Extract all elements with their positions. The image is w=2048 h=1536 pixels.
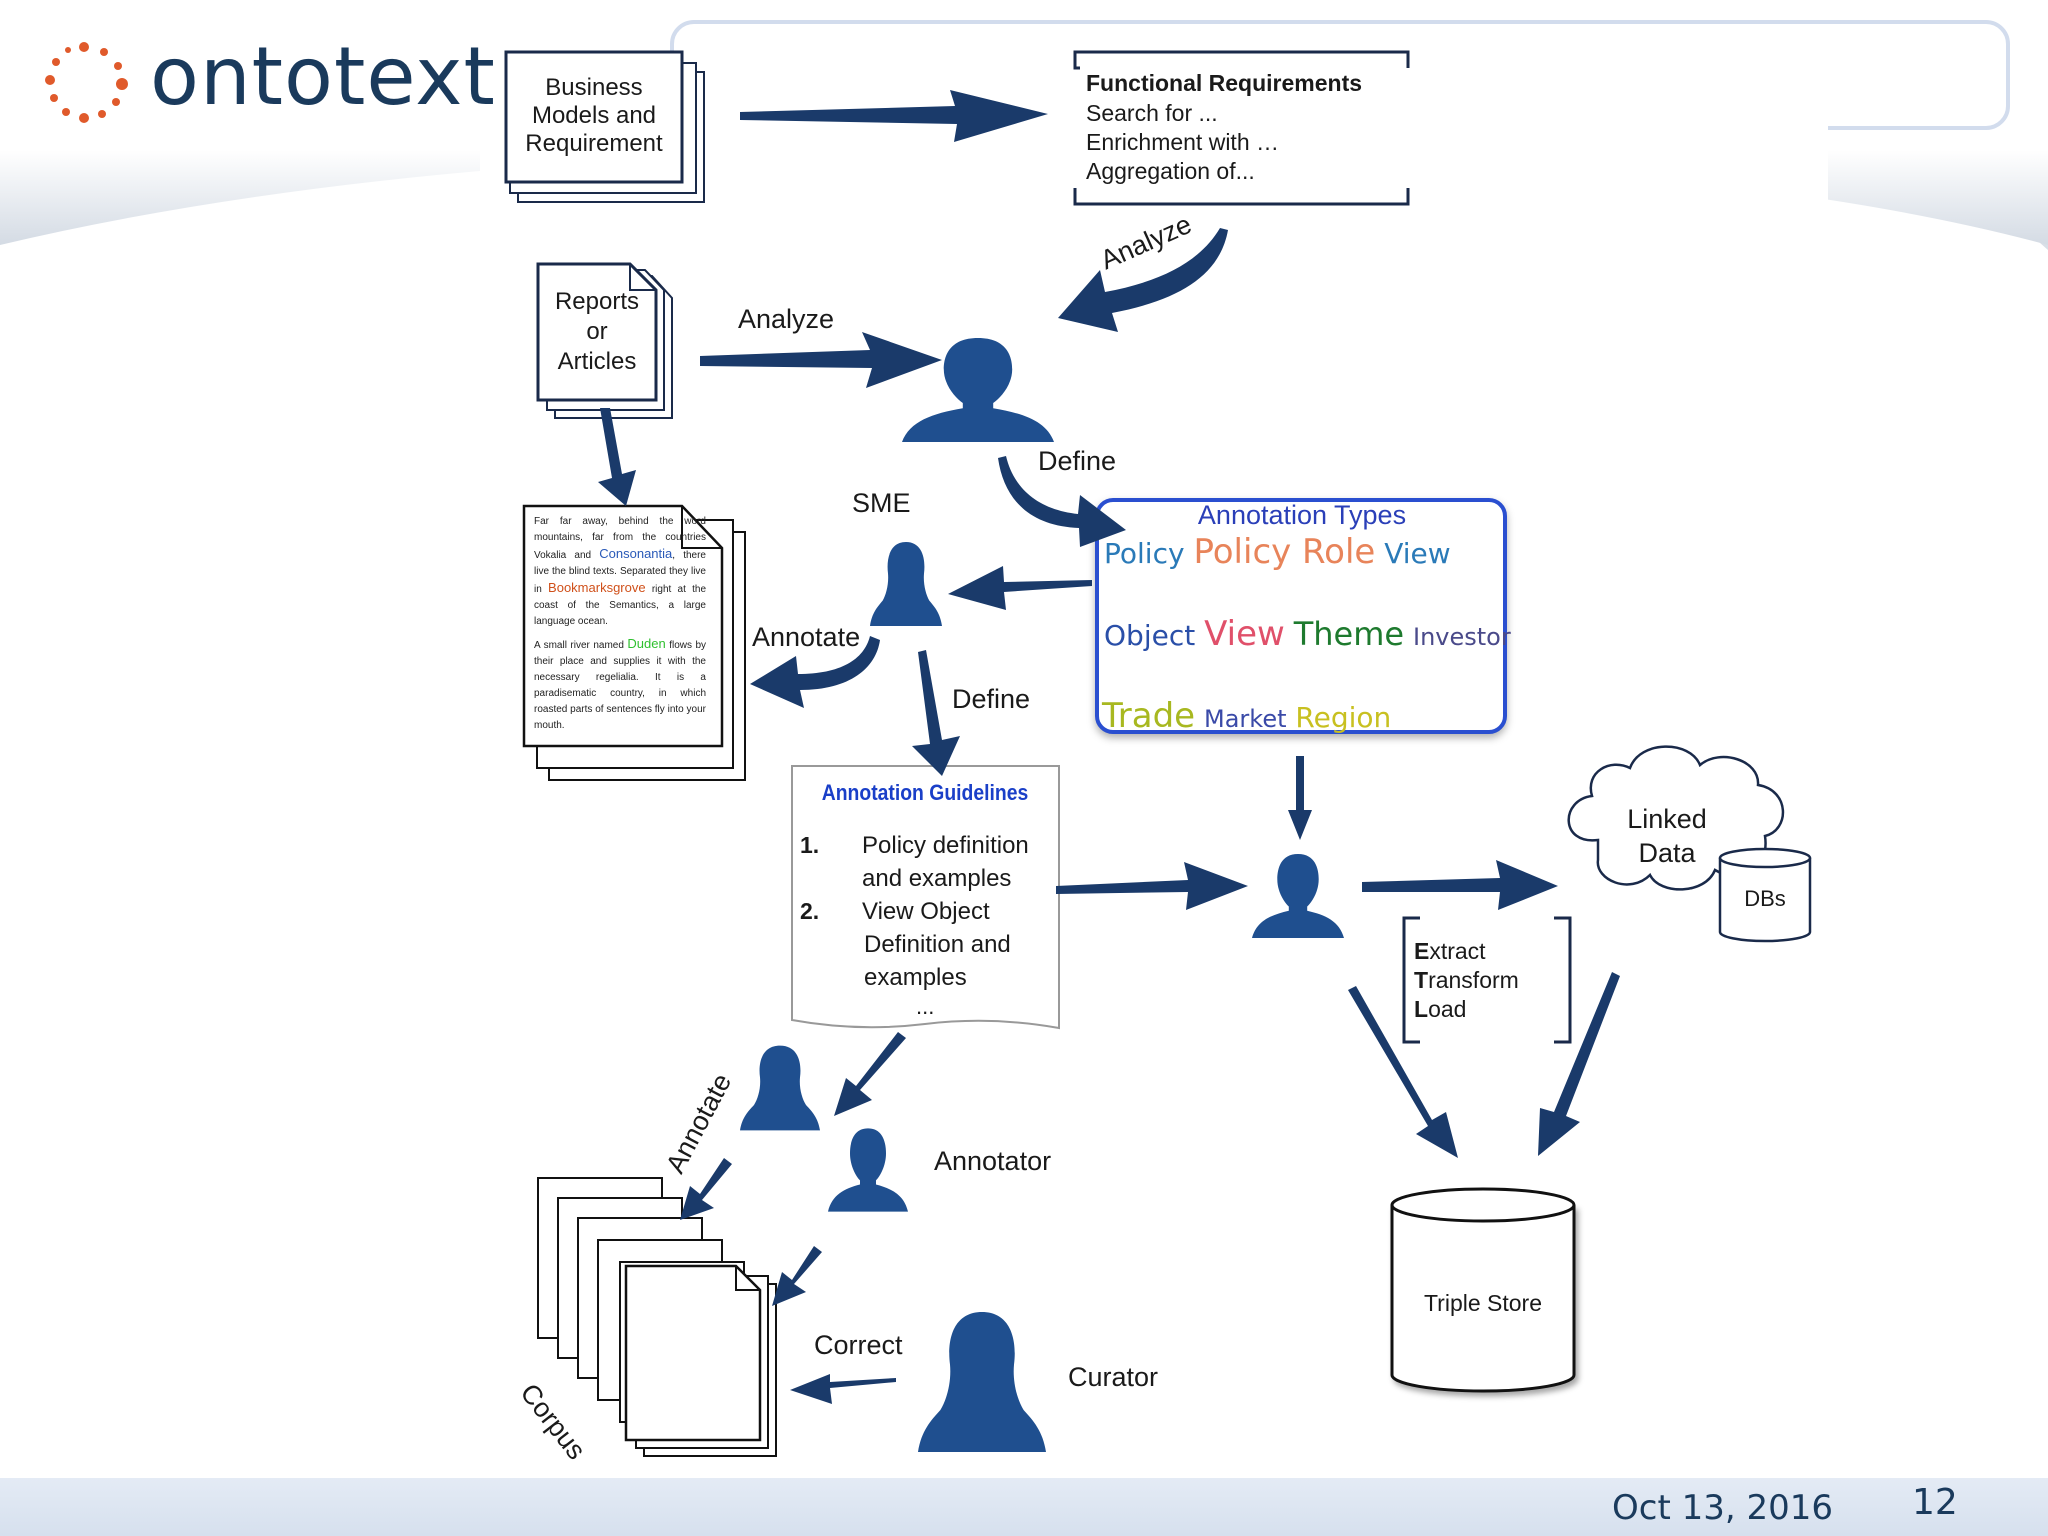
logo-icon (45, 42, 128, 123)
define-label-top: Define (1038, 446, 1117, 476)
arrow-guidelines-to-annotator (834, 1032, 906, 1116)
doc-text-2b: flows by their place and supplies it wit… (534, 640, 707, 731)
curator-label: Curator (1068, 1362, 1159, 1392)
correct-label: Correct (814, 1330, 903, 1360)
type-theme: Theme (1293, 615, 1405, 653)
etl-line-2: Transform (1414, 967, 1519, 994)
arrow-person-define-types (998, 456, 1126, 547)
arrow-types-to-sme (948, 566, 1092, 610)
type-object: Object (1104, 619, 1196, 652)
guidelines-item-2-line-2: Definition and (864, 931, 1011, 958)
dbs-label: DBs (1744, 886, 1786, 911)
annotation-types-row-1: Policy Policy Role View (1104, 532, 1451, 572)
doc-entity-bookmarksgrove: Bookmarksgrove (548, 580, 646, 595)
reports-line-1: Reports (554, 288, 640, 315)
etl-initial-l: L (1414, 996, 1429, 1022)
triple-store-cylinder (1390, 1187, 1576, 1393)
reports-box (536, 262, 673, 419)
arrow-sme-to-doc (750, 636, 880, 708)
doc-text-1a: Far far away, behind the word mountains,… (534, 516, 706, 561)
type-market: Market (1204, 705, 1287, 733)
functional-requirements-line-3: Aggregation of... (1086, 158, 1255, 184)
etl-line-3: Load (1414, 996, 1466, 1023)
arrow-annotator-to-corpus (772, 1246, 822, 1306)
etl-line-1: Extract (1414, 938, 1486, 965)
annotation-types-box (1095, 498, 1507, 734)
sme-label: SME (852, 488, 911, 518)
analyze-label-left: Analyze (738, 304, 835, 334)
corpus-stack (537, 1177, 777, 1457)
guidelines-item-1-num: 1. (800, 832, 820, 858)
arrow-functional-to-person (1058, 228, 1228, 332)
etl-initial-e: E (1414, 938, 1430, 964)
arrow-business-to-functional (740, 90, 1048, 142)
sample-document-text: Far far away, behind the word mountains,… (534, 514, 706, 734)
etl-load: oad (1428, 996, 1467, 1022)
brand-logo-text: ontotext (150, 30, 496, 123)
annotation-types-row-3: Trade Market Region (1102, 696, 1391, 736)
functional-requirements-box (1073, 50, 1410, 206)
arrow-types-to-person (1288, 756, 1312, 840)
doc-text-2a: A small river named (534, 640, 624, 651)
etl-extract: xtract (1429, 938, 1486, 964)
type-trade: Trade (1102, 696, 1196, 736)
arrow-reports-to-doc (598, 408, 636, 506)
footer-band (0, 1478, 2048, 1536)
guidelines-item-1-line-2: and examples (862, 865, 1012, 892)
functional-requirements-title: Functional Requirements (1086, 70, 1363, 96)
annotator-label: Annotator (934, 1146, 1052, 1176)
doc-text-1c: right at the coast of the Semantics, a l… (534, 584, 707, 627)
functional-requirements-line-1: Search for ... (1086, 100, 1218, 126)
guidelines-item-2-line-1: View Object (862, 898, 990, 925)
doc-text-1b: , there live the blind texts. Separated … (534, 550, 706, 595)
header-swoosh-edge (0, 150, 2048, 245)
footer-page-number: 12 (1912, 1482, 1958, 1523)
annotation-types-row-2: Object View Theme Investor (1104, 614, 1511, 654)
linked-data-line-1: Linked (1627, 804, 1707, 834)
triple-store-label: Triple Store (1423, 1290, 1543, 1316)
arrow-etl-left-to-triple (1348, 986, 1458, 1158)
reports-line-3: Articles (557, 348, 637, 375)
etl-bracket (1402, 916, 1572, 1044)
arrow-person-to-linked (1362, 860, 1558, 910)
arrow-sme-to-guidelines (912, 650, 960, 776)
doc-entity-duden: Duden (627, 636, 666, 651)
sample-document-stack (522, 504, 746, 781)
business-models-line-1: Business (545, 74, 643, 101)
dbs-cylinder (1718, 847, 1812, 943)
type-view: View (1384, 537, 1451, 570)
functional-requirements-line-2: Enrichment with … (1086, 129, 1280, 155)
arrows (598, 90, 1620, 1404)
business-models-box (504, 50, 705, 203)
annotation-guidelines-box (791, 765, 1060, 1030)
linked-data-line-2: Data (1638, 838, 1696, 868)
guidelines-item-1-line-1: Policy definition (862, 832, 1029, 859)
type-investor: Investor (1412, 623, 1511, 651)
guidelines-item-2-num: 2. (800, 898, 820, 924)
type-view-2: View (1204, 614, 1285, 654)
doc-entity-consonantia: Consonantia (599, 546, 673, 561)
arrow-guidelines-to-person (1056, 862, 1248, 910)
guidelines-more: ... (916, 994, 935, 1019)
footer-date: Oct 13, 2016 (1612, 1488, 1833, 1528)
business-models-line-3: Requirement (525, 130, 663, 157)
arrow-annotate-to-corpus (680, 1158, 732, 1220)
type-policy-role: Policy Role (1193, 532, 1376, 572)
type-policy: Policy (1104, 537, 1185, 570)
etl-transform: ransform (1428, 967, 1519, 993)
arrow-curator-to-corpus (790, 1374, 896, 1404)
guidelines-title: Annotation Guidelines (821, 780, 1029, 805)
business-models-line-2: Models and (531, 102, 657, 129)
annotate-label-sme: Annotate (752, 622, 861, 652)
arrow-etl-right-to-triple (1538, 972, 1620, 1156)
etl-initial-t: T (1414, 967, 1429, 993)
annotation-types-title: Annotation Types (1197, 500, 1407, 530)
type-region: Region (1295, 701, 1392, 734)
arrow-reports-to-person (700, 332, 942, 388)
guidelines-item-2-line-3: examples (864, 964, 967, 991)
define-label-guidelines: Define (952, 684, 1031, 714)
reports-line-2: or (586, 318, 608, 345)
